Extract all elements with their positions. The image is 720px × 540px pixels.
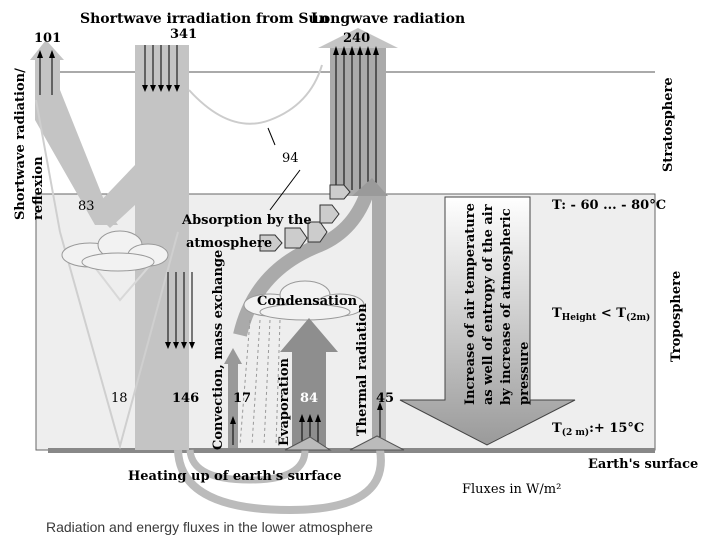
- value-reflected: 101: [34, 31, 61, 46]
- reflected-surface-up: [35, 99, 61, 233]
- evaporation-dash-lines: [239, 319, 281, 446]
- incoming-arrows-lower: [167, 272, 193, 345]
- reflect-arrow-head-2: [49, 50, 55, 58]
- temp-height: THeight < T(2m): [552, 306, 650, 323]
- value-surface-absorbed: 146: [172, 391, 199, 406]
- label-increase-3: by increase of atmospheric: [499, 208, 514, 405]
- value-reflected-surface: 18: [111, 391, 128, 406]
- big-down-arrow: [399, 196, 576, 446]
- reflected-surface-path: [59, 231, 179, 450]
- label-94-pointer-1: [267, 127, 276, 146]
- label-absorption-2: atmosphere: [186, 236, 272, 251]
- heating-arrow-left: [284, 436, 332, 451]
- heating-arc-outer: [174, 449, 385, 515]
- cloud-left: [61, 230, 169, 272]
- incoming-arrows-top: [144, 45, 178, 88]
- heating-arc-inner: [186, 449, 309, 484]
- outgoing-longwave-band: [330, 46, 386, 196]
- thermal-arrowhead: [377, 402, 383, 410]
- label-increase-4: pressure: [517, 342, 532, 405]
- value-incoming: 341: [170, 27, 197, 42]
- convection-line-head: [230, 416, 236, 424]
- label-94-pointer-2: [269, 169, 301, 211]
- temp-surface: T(2 m):+ 15°C: [552, 421, 644, 438]
- label-absorption-1: Absorption by the: [181, 213, 312, 228]
- evaporation-arrow-head: [280, 318, 338, 352]
- evaporation-arrow-shaft: [292, 350, 326, 448]
- label-condensation: Condensation: [257, 294, 358, 309]
- reflected-shortwave-band: [35, 60, 118, 225]
- label-shortwave-reflexion-1: Shortwave radiation/: [13, 68, 28, 220]
- thermal-band: [372, 190, 386, 448]
- label-convection: Convection, mass exchange: [211, 250, 226, 450]
- title-shortwave-in: Shortwave irradiation from Sun: [80, 11, 329, 27]
- cloud-condensation: [243, 280, 365, 321]
- condensation-arrowhead: [352, 178, 388, 196]
- absorbed-arc: [188, 64, 323, 125]
- incoming-arrowheads-lower: [165, 342, 195, 349]
- incoming-arrowheads-top: [142, 85, 180, 92]
- outgoing-arrows: [335, 52, 377, 190]
- label-earth-surface: Earth's surface: [588, 457, 698, 472]
- value-absorbed: 94: [282, 151, 299, 166]
- value-evaporation: 84: [300, 391, 318, 406]
- absorption-arrows: [259, 184, 351, 252]
- heating-arrow-right: [349, 435, 405, 451]
- evaporation-line-heads: [299, 414, 321, 422]
- label-thermal: Thermal radiation: [355, 303, 370, 436]
- value-outgoing: 240: [343, 31, 370, 46]
- label-fluxes-unit: Fluxes in W/m²: [462, 482, 561, 497]
- value-convection: 17: [233, 391, 251, 406]
- outgoing-arrowheads: [333, 46, 379, 55]
- convection-arrow-shaft: [228, 362, 238, 448]
- label-stratosphere: Stratosphere: [661, 77, 676, 172]
- label-increase-1: Increase of air temperature: [463, 203, 478, 405]
- label-increase-2: as well of entropy of the air: [481, 204, 496, 405]
- label-shortwave-reflexion-2: reflexion: [31, 156, 46, 220]
- diagram-caption: Radiation and energy fluxes in the lower…: [46, 519, 373, 535]
- convection-arrow-head: [224, 348, 242, 364]
- value-reflected-cloud: 83: [78, 199, 95, 214]
- title-longwave: Longwave radiation: [311, 11, 465, 27]
- label-heating: Heating up of earth's surface: [128, 469, 342, 484]
- label-evaporation: Evaporation: [277, 357, 292, 446]
- value-thermal: 45: [376, 391, 394, 406]
- outgoing-longwave-head: [318, 28, 398, 48]
- label-troposphere: Troposphere: [669, 271, 684, 362]
- temp-top: T: - 60 ... - 80°C: [552, 198, 666, 213]
- shortwave-split-band: [92, 165, 135, 228]
- reflect-arrow-head-1: [37, 50, 43, 58]
